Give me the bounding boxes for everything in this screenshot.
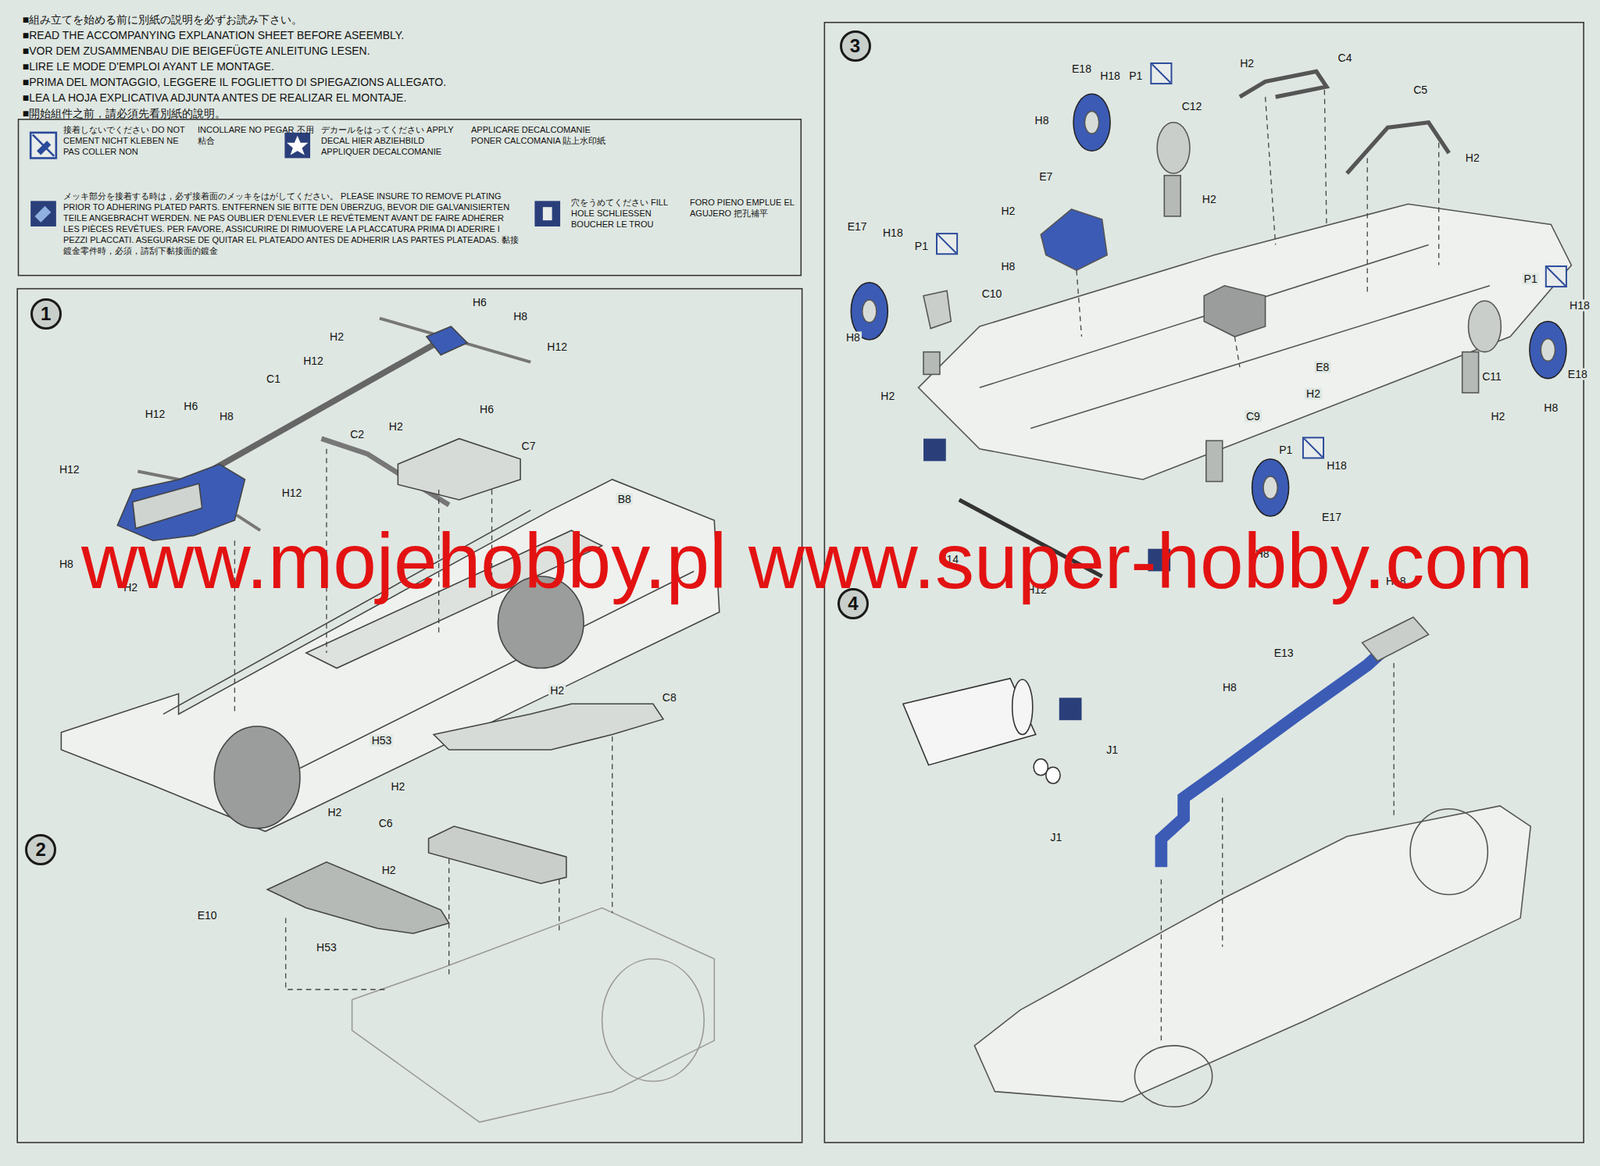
part-number: H18	[881, 226, 905, 239]
part-number: C2	[348, 428, 366, 441]
watermark: www.mojehobby.pl www.super-hobby.com	[81, 521, 1533, 600]
legend-icons	[30, 132, 561, 227]
part-number: H8	[57, 558, 75, 571]
part-number: H2	[1464, 152, 1482, 165]
part-number: H8	[217, 410, 236, 422]
part-number: B8	[616, 492, 633, 505]
part-number: H6	[478, 403, 496, 415]
part-number: H53	[314, 942, 339, 954]
part-number: H53	[370, 735, 394, 747]
part-number: E7	[1037, 170, 1054, 183]
part-number: H8	[1221, 682, 1239, 694]
part-number: P1	[1277, 444, 1294, 457]
part-number: H2	[1489, 410, 1507, 422]
instruction-line: ■LIRE LE MODE D'EMPLOI AYANT LE MONTAGE.	[22, 59, 275, 74]
step-number-circle: 2	[25, 834, 57, 866]
legend-text: メッキ部分を接着する時は，必ず接着面のメッキをはがしてください。 PLEASE …	[63, 190, 521, 257]
part-number: E18	[1070, 62, 1093, 75]
part-number: H2	[999, 205, 1017, 218]
part-number: H2	[1200, 192, 1218, 205]
part-number: H2	[387, 420, 405, 433]
part-number: J1	[1048, 832, 1064, 844]
part-number: C12	[1180, 100, 1204, 112]
no-cement-icons	[936, 63, 1567, 459]
part-number: H2	[389, 781, 407, 793]
part-number: C8	[660, 692, 679, 704]
part-number: C1	[264, 372, 283, 385]
part-number: E8	[1314, 361, 1331, 374]
part-number: H8	[1542, 402, 1560, 415]
part-number: H18	[1098, 69, 1122, 82]
instruction-line: ■READ THE ACCOMPANYING EXPLANATION SHEET…	[22, 28, 404, 43]
part-number: C6	[377, 817, 395, 830]
part-number: H2	[380, 864, 398, 877]
legend-text: デカールをはってください APPLY DECAL HIER ABZIEHBILD…	[321, 124, 611, 158]
instruction-line: ■LEA LA HOJA EXPLICATIVA ADJUNTA ANTES D…	[22, 90, 408, 105]
part-number: C7	[520, 439, 538, 452]
legend-text: 接着しないでください DO NOT CEMENT NICHT KLEBEN NE…	[63, 124, 322, 158]
part-number: H2	[548, 685, 566, 697]
step-number: 4	[847, 594, 858, 614]
step-number-circle: 3	[839, 30, 872, 62]
part-number: P1	[1522, 272, 1540, 285]
step-number-circle: 4	[837, 588, 869, 620]
legend-text: 穴をうめてください FILL HOLE SCHLIESSEN BOUCHER L…	[571, 196, 798, 230]
part-number: H12	[143, 408, 168, 421]
part-number: P1	[913, 239, 930, 252]
part-number: J1	[1104, 744, 1120, 757]
part-number: H2	[328, 331, 346, 343]
part-number: H6	[182, 400, 200, 412]
instruction-line: ■PRIMA DEL MONTAGGIO, LEGGERE IL FOGLIET…	[22, 75, 447, 90]
step-number: 3	[850, 36, 861, 56]
part-number: E10	[196, 909, 219, 922]
part-number: H8	[1033, 114, 1051, 127]
part-number: E13	[1272, 646, 1296, 659]
part-number: H12	[57, 463, 82, 475]
part-number: H18	[1325, 459, 1349, 472]
step-number: 1	[40, 304, 51, 324]
part-number: H6	[471, 296, 489, 308]
instruction-line: ■開始組件之前，請必須先看別紙的說明。	[22, 106, 226, 121]
instruction-line: ■VOR DEM ZUSAMMENBAU DIE BEIGEFÜGTE ANLE…	[22, 43, 371, 58]
part-number: H18	[1567, 299, 1592, 311]
part-number: H2	[878, 389, 897, 402]
part-number: C4	[1336, 52, 1354, 65]
instruction-line: ■組み立てを始める前に別紙の説明を必ずお読み下さい。	[22, 12, 303, 27]
part-number: H8	[511, 310, 529, 322]
part-number: H2	[1238, 57, 1256, 69]
part-number: C11	[1480, 370, 1504, 383]
part-number: H8	[999, 260, 1017, 272]
part-number: H12	[280, 486, 304, 499]
part-number: H2	[325, 806, 343, 818]
part-number: C5	[1411, 83, 1429, 96]
part-number: H2	[1304, 388, 1322, 400]
part-number: H12	[301, 355, 325, 368]
step-number: 2	[35, 840, 47, 860]
part-number: H8	[844, 332, 862, 344]
part-number: E18	[1566, 368, 1590, 381]
step-number-circle: 1	[30, 298, 62, 330]
part-number: E17	[846, 220, 869, 233]
part-number: P1	[1127, 69, 1144, 82]
part-number: H12	[545, 341, 569, 354]
part-number: C10	[980, 288, 1004, 300]
part-number: C9	[1244, 410, 1262, 422]
